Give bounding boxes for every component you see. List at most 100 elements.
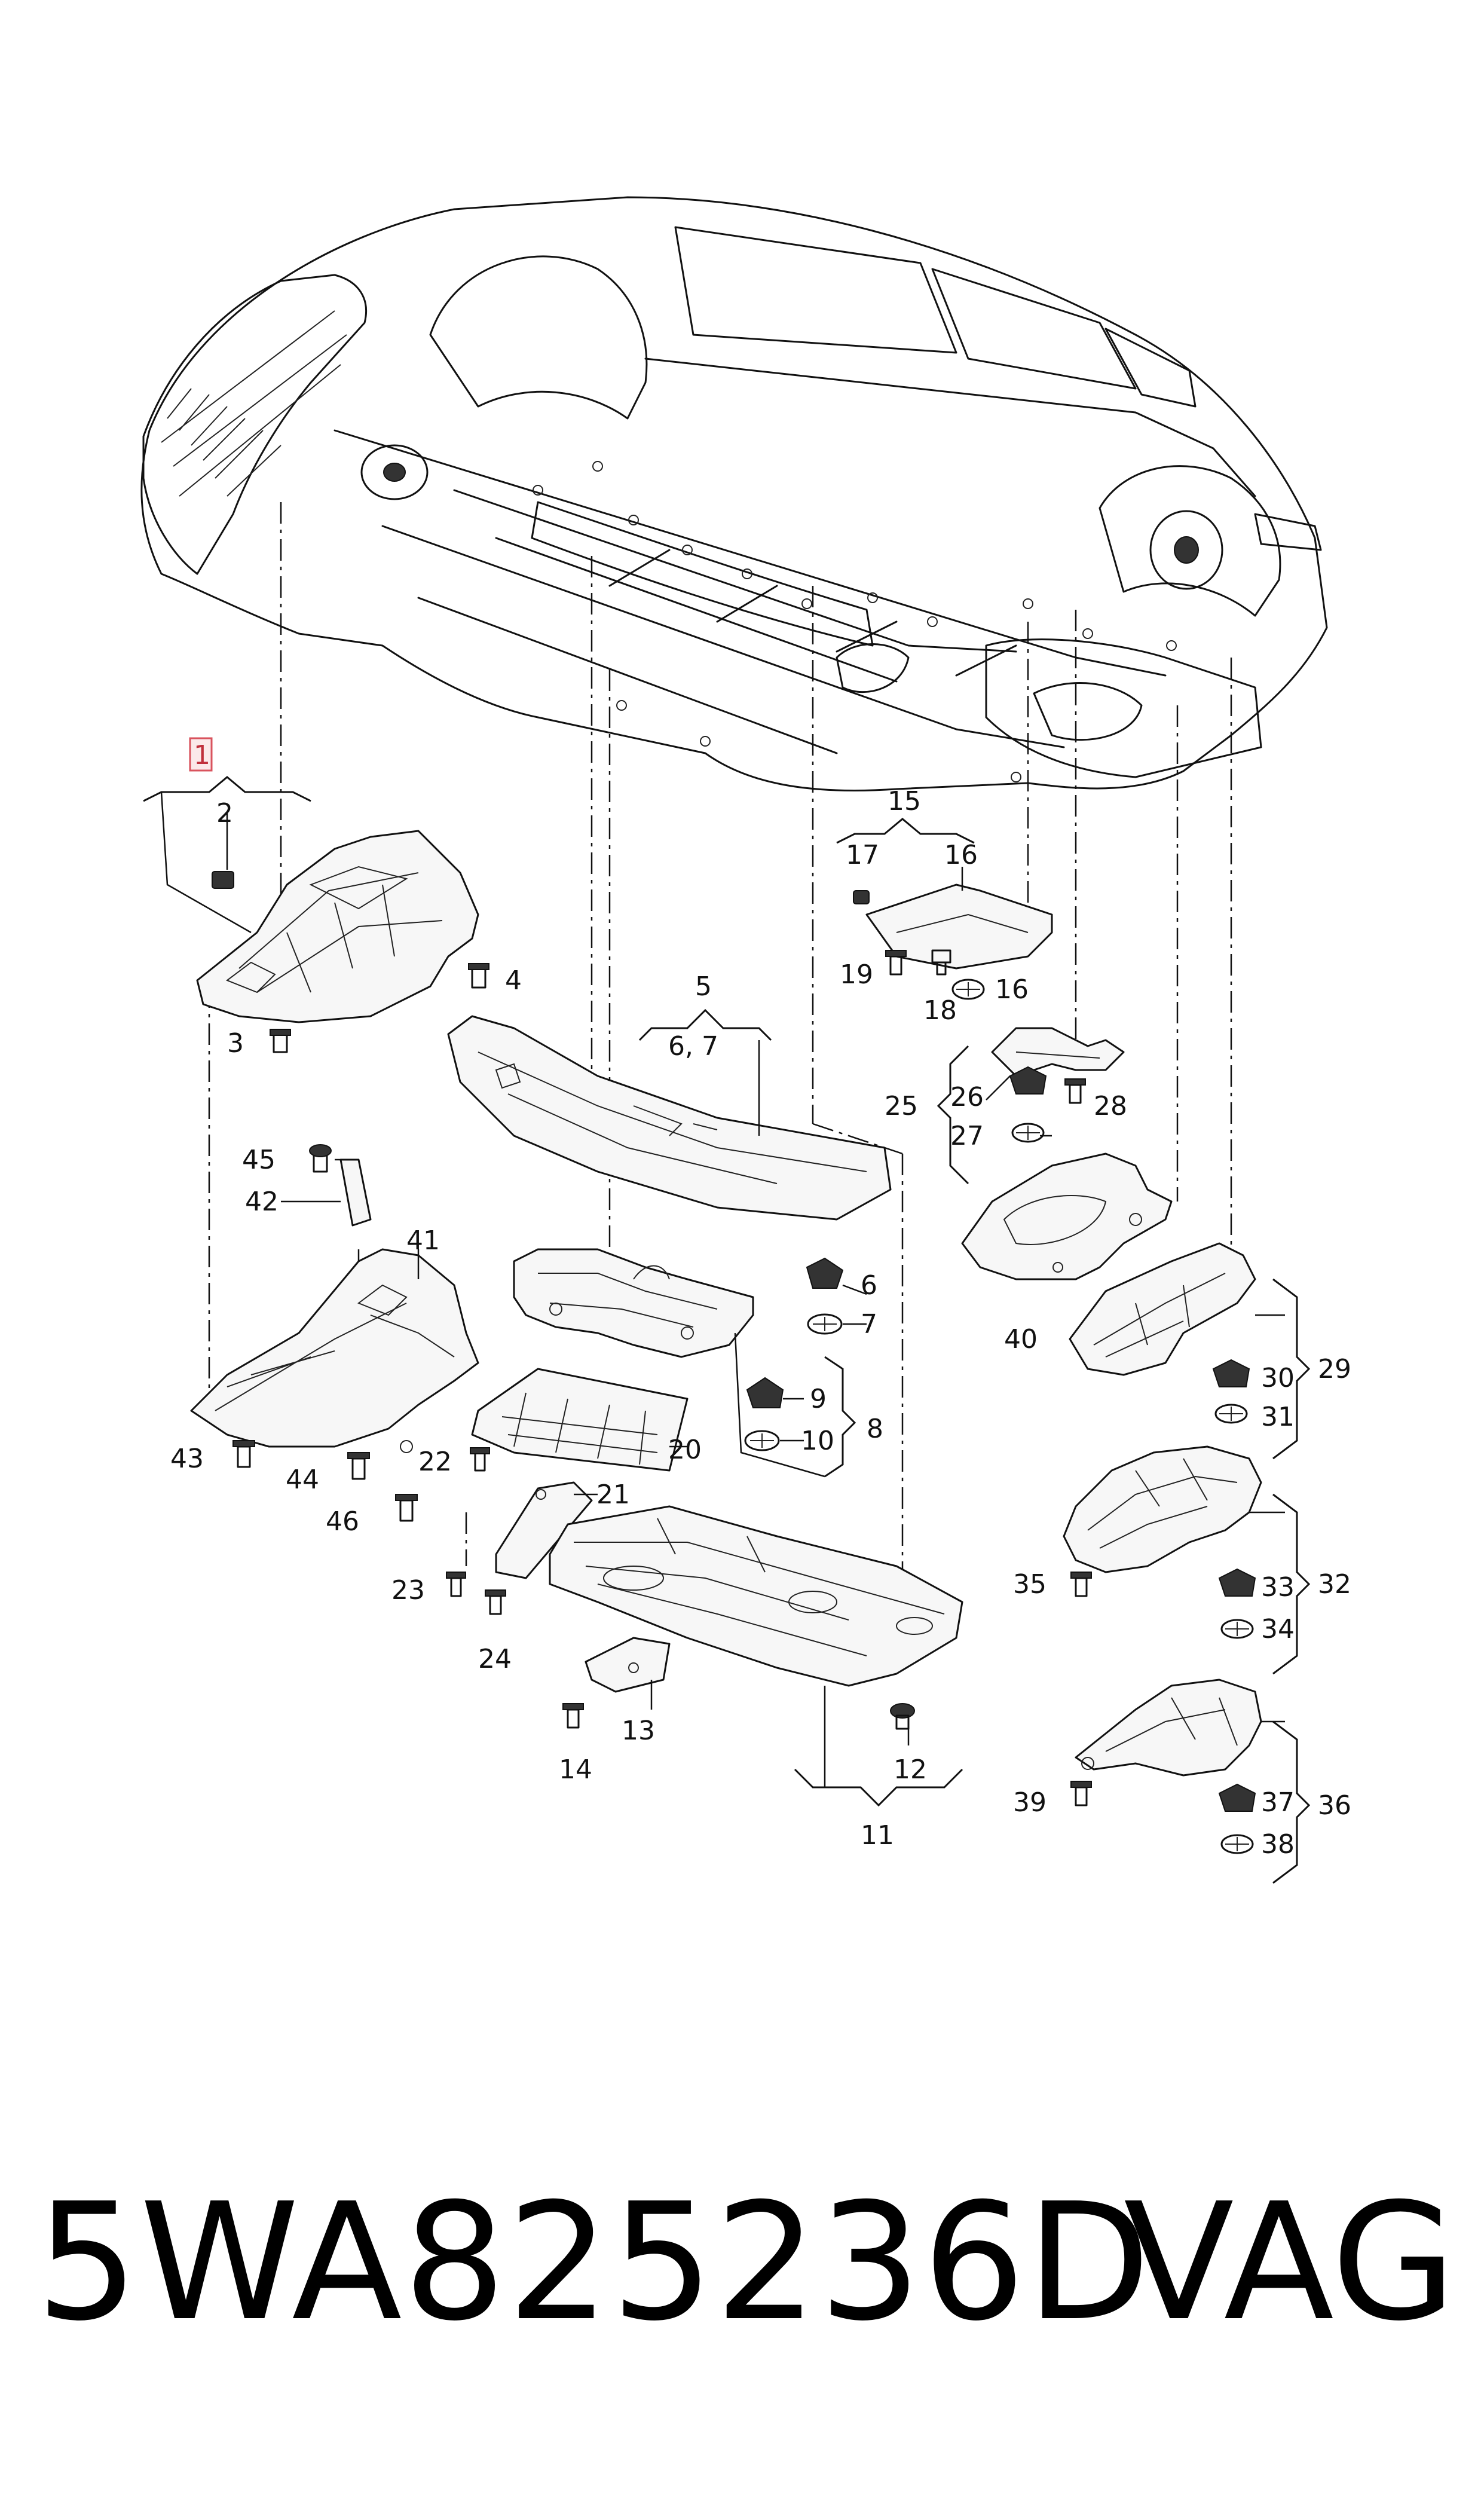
washer-38 xyxy=(1220,1834,1254,1854)
rear-underbody-panel-11 xyxy=(549,1505,963,1687)
grille-plate-20 xyxy=(471,1368,689,1472)
callout-6-7: 6, 7 xyxy=(668,1031,718,1062)
callout-8: 8 xyxy=(867,1414,883,1444)
bolt-24 xyxy=(485,1589,506,1615)
bracket-42 xyxy=(339,1158,372,1227)
bolt-44 xyxy=(347,1452,370,1480)
callout-22: 22 xyxy=(418,1447,452,1477)
callout-23: 23 xyxy=(391,1575,425,1606)
nut-9 xyxy=(746,1377,784,1408)
bracket-21 xyxy=(495,1481,593,1579)
callout-6: 6 xyxy=(861,1270,877,1301)
callout-16-top: 16 xyxy=(944,840,978,870)
washer-16 xyxy=(951,979,985,1000)
washer-10 xyxy=(744,1430,780,1451)
callout-16: 16 xyxy=(995,974,1029,1005)
callout-11: 11 xyxy=(861,1820,894,1851)
rear-muffler-shield-36 xyxy=(1075,1679,1262,1777)
callout-5: 5 xyxy=(695,971,712,1002)
callout-36: 36 xyxy=(1318,1790,1351,1821)
callout-39: 39 xyxy=(1013,1787,1047,1818)
braces xyxy=(143,776,1311,1884)
screw-23 xyxy=(446,1572,466,1597)
callout-2: 2 xyxy=(216,798,233,829)
washer-27 xyxy=(1011,1123,1045,1143)
screw-22 xyxy=(470,1447,490,1472)
callout-18: 18 xyxy=(923,995,957,1026)
bolt-46 xyxy=(395,1494,418,1522)
nut-30 xyxy=(1212,1359,1250,1387)
callout-26: 26 xyxy=(950,1082,984,1112)
clip-17 xyxy=(853,890,870,904)
callout-45: 45 xyxy=(242,1145,276,1175)
callout-35: 35 xyxy=(1013,1569,1047,1600)
callout-24: 24 xyxy=(478,1644,512,1674)
callout-30: 30 xyxy=(1261,1363,1295,1393)
brand-label: VAG xyxy=(1124,2168,1457,2356)
callout-37: 37 xyxy=(1261,1787,1295,1818)
center-tunnel-panel xyxy=(447,1015,892,1221)
callout-1: 1 xyxy=(194,740,210,771)
callout-44: 44 xyxy=(286,1465,319,1495)
callout-15: 15 xyxy=(888,786,921,817)
callout-33: 33 xyxy=(1261,1572,1295,1603)
bolt-28 xyxy=(1064,1078,1086,1104)
callout-43: 43 xyxy=(170,1444,204,1474)
callout-19: 19 xyxy=(840,959,873,990)
callout-10: 10 xyxy=(801,1426,834,1456)
rear-heat-shield-32 xyxy=(1063,1445,1262,1573)
rear-shield-15 xyxy=(865,883,1053,970)
callout-12: 12 xyxy=(894,1754,927,1785)
middle-heat-shield xyxy=(513,1248,754,1358)
pin-18 xyxy=(931,949,951,976)
clip-12 xyxy=(890,1703,915,1730)
callout-29: 29 xyxy=(1318,1354,1351,1384)
bolt-39 xyxy=(1070,1781,1092,1806)
washer-7 xyxy=(807,1313,843,1335)
nut-26 xyxy=(1009,1066,1047,1095)
callout-17: 17 xyxy=(846,840,879,870)
callout-3: 3 xyxy=(227,1028,244,1059)
callout-25: 25 xyxy=(885,1091,918,1121)
bracket-13 xyxy=(585,1637,671,1693)
bracket-25 xyxy=(991,1027,1125,1077)
bolt-43 xyxy=(232,1440,255,1468)
screw-19 xyxy=(885,950,907,976)
front-guard-41 xyxy=(190,1248,479,1453)
callout-7: 7 xyxy=(861,1309,877,1340)
callout-21: 21 xyxy=(596,1479,630,1510)
clip-2 xyxy=(212,871,234,889)
front-engine-guard xyxy=(196,830,479,1023)
callout-13: 13 xyxy=(622,1716,655,1746)
bolt-4 xyxy=(468,963,489,989)
callout-labels: 1 2 3 4 5 6, 7 6 7 8 9 10 11 12 13 14 15… xyxy=(170,737,1351,1860)
body-holes xyxy=(533,461,1177,782)
part-number: 5WA825236D xyxy=(36,2168,1152,2356)
highlighted-callout-box xyxy=(189,737,213,772)
bolt-45 xyxy=(309,1144,332,1173)
callout-14: 14 xyxy=(559,1754,592,1785)
callout-32: 32 xyxy=(1318,1569,1351,1600)
rear-shield-40 xyxy=(961,1152,1173,1280)
callout-31: 31 xyxy=(1261,1402,1295,1432)
callout-41: 41 xyxy=(406,1225,440,1256)
callout-4: 4 xyxy=(505,965,522,996)
nut-37 xyxy=(1218,1783,1256,1812)
rear-shield-29 xyxy=(1069,1242,1256,1376)
callout-42: 42 xyxy=(245,1187,279,1217)
callout-9: 9 xyxy=(810,1384,827,1414)
washer-34 xyxy=(1220,1619,1254,1639)
callout-38: 38 xyxy=(1261,1829,1295,1860)
bolt-35 xyxy=(1070,1572,1092,1597)
callout-34: 34 xyxy=(1261,1614,1295,1644)
callout-40: 40 xyxy=(1004,1324,1038,1355)
bolt-14 xyxy=(562,1703,584,1729)
nut-6 xyxy=(806,1257,844,1289)
washer-31 xyxy=(1214,1404,1248,1424)
callout-20: 20 xyxy=(668,1435,702,1465)
callout-27: 27 xyxy=(950,1121,984,1151)
bolt-3 xyxy=(270,1029,291,1053)
callout-46: 46 xyxy=(326,1506,359,1537)
nut-33 xyxy=(1218,1568,1256,1597)
